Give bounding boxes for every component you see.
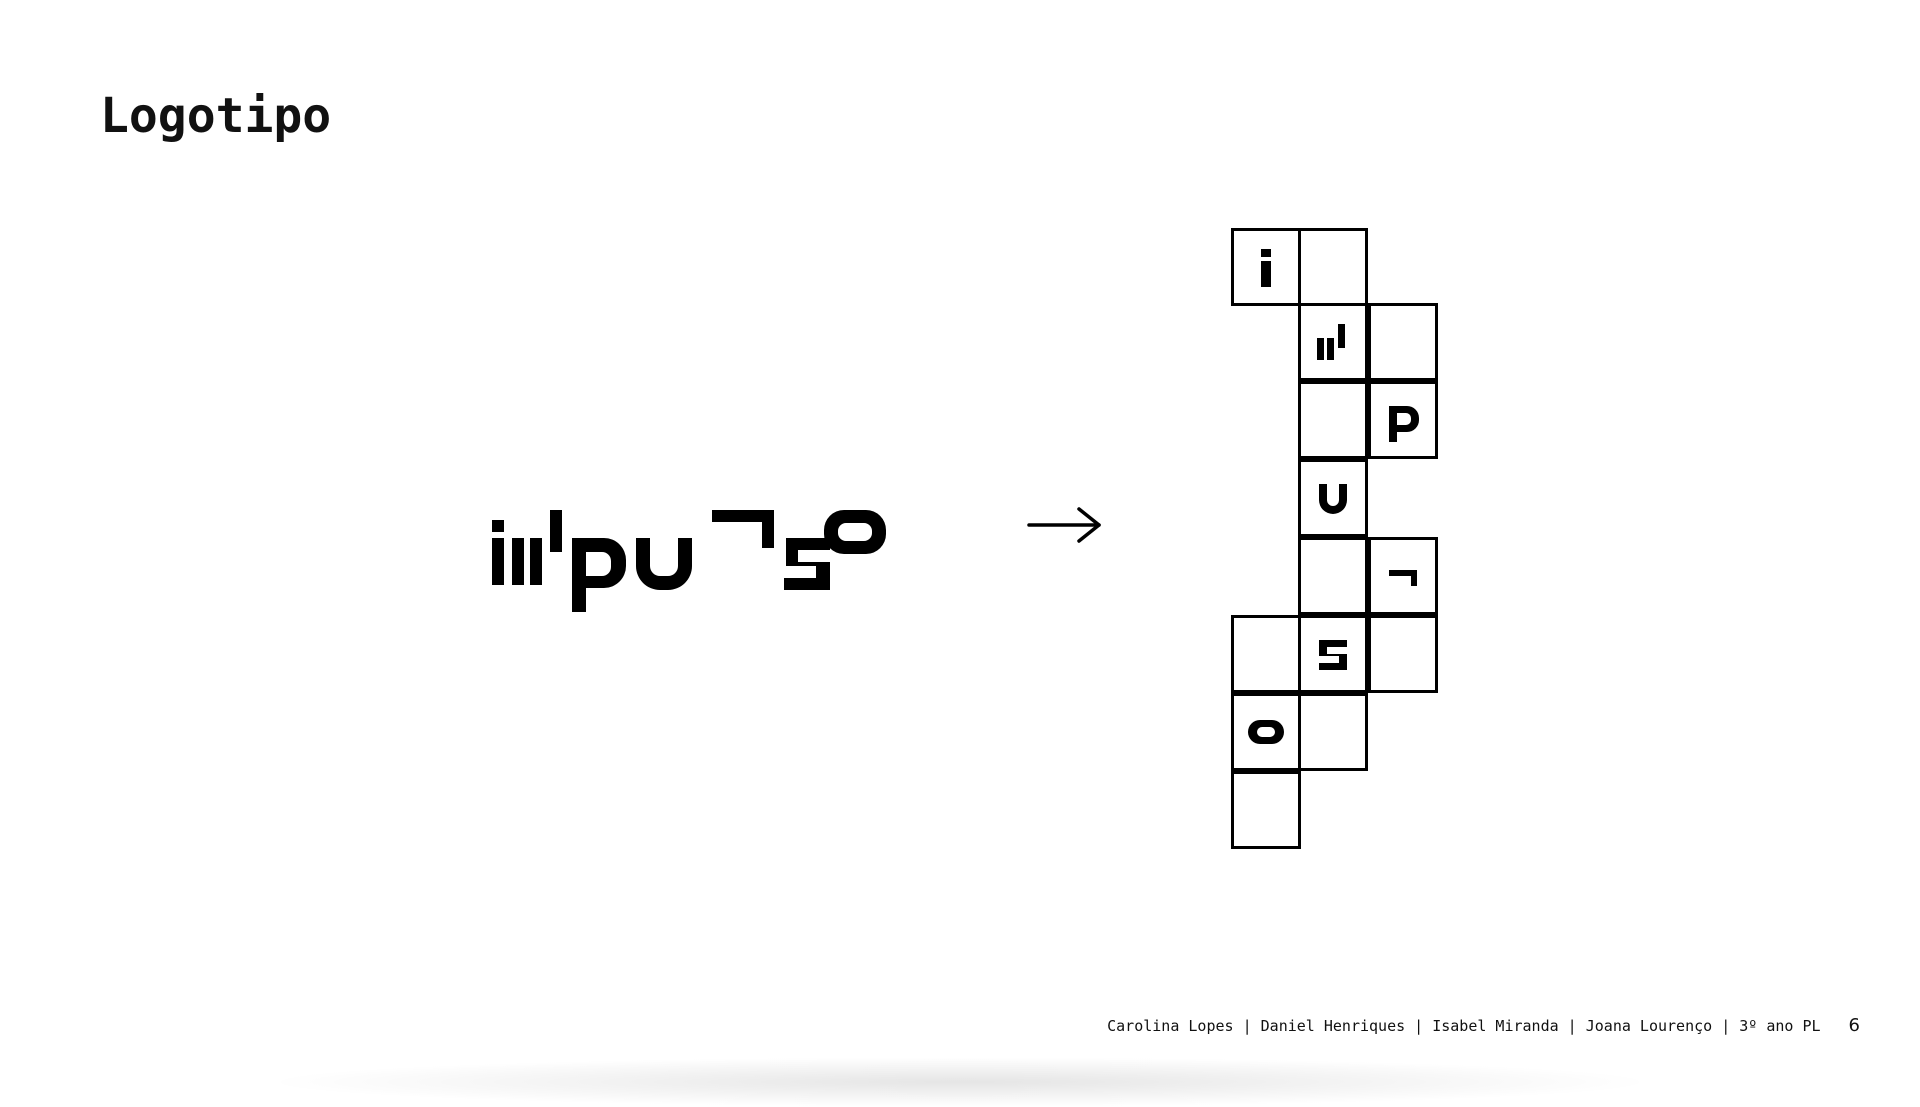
page-number: 6 — [1848, 1015, 1860, 1036]
footer-credits: Carolina Lopes | Daniel Henriques | Isab… — [1107, 1016, 1821, 1035]
grid-cell-empty — [1231, 771, 1301, 849]
grid-cell-p — [1368, 381, 1438, 459]
grid-cell-empty — [1231, 615, 1301, 693]
slide-title: Logotipo — [100, 88, 332, 144]
grid-cell-o — [1231, 693, 1301, 771]
right-arrow-icon — [1025, 505, 1105, 545]
grid-cell-i — [1231, 228, 1301, 306]
grid-cell-bars — [1298, 303, 1368, 381]
grid-cell-empty — [1298, 537, 1368, 615]
logo-wordmark-graphic — [492, 510, 886, 612]
grid-cell-empty — [1298, 228, 1368, 306]
grid-cell-empty — [1298, 693, 1368, 771]
grid-cell-empty — [1368, 615, 1438, 693]
grid-cell-not — [1368, 537, 1438, 615]
logo-wordmark — [490, 480, 910, 620]
grid-cell-empty — [1298, 381, 1368, 459]
bottom-shadow — [260, 1057, 1660, 1107]
grid-cell-empty — [1368, 303, 1438, 381]
grid-cell-u — [1298, 459, 1368, 537]
logo-grid — [1231, 228, 1438, 849]
footer: Carolina Lopes | Daniel Henriques | Isab… — [1107, 1015, 1860, 1036]
grid-cell-s — [1298, 615, 1368, 693]
